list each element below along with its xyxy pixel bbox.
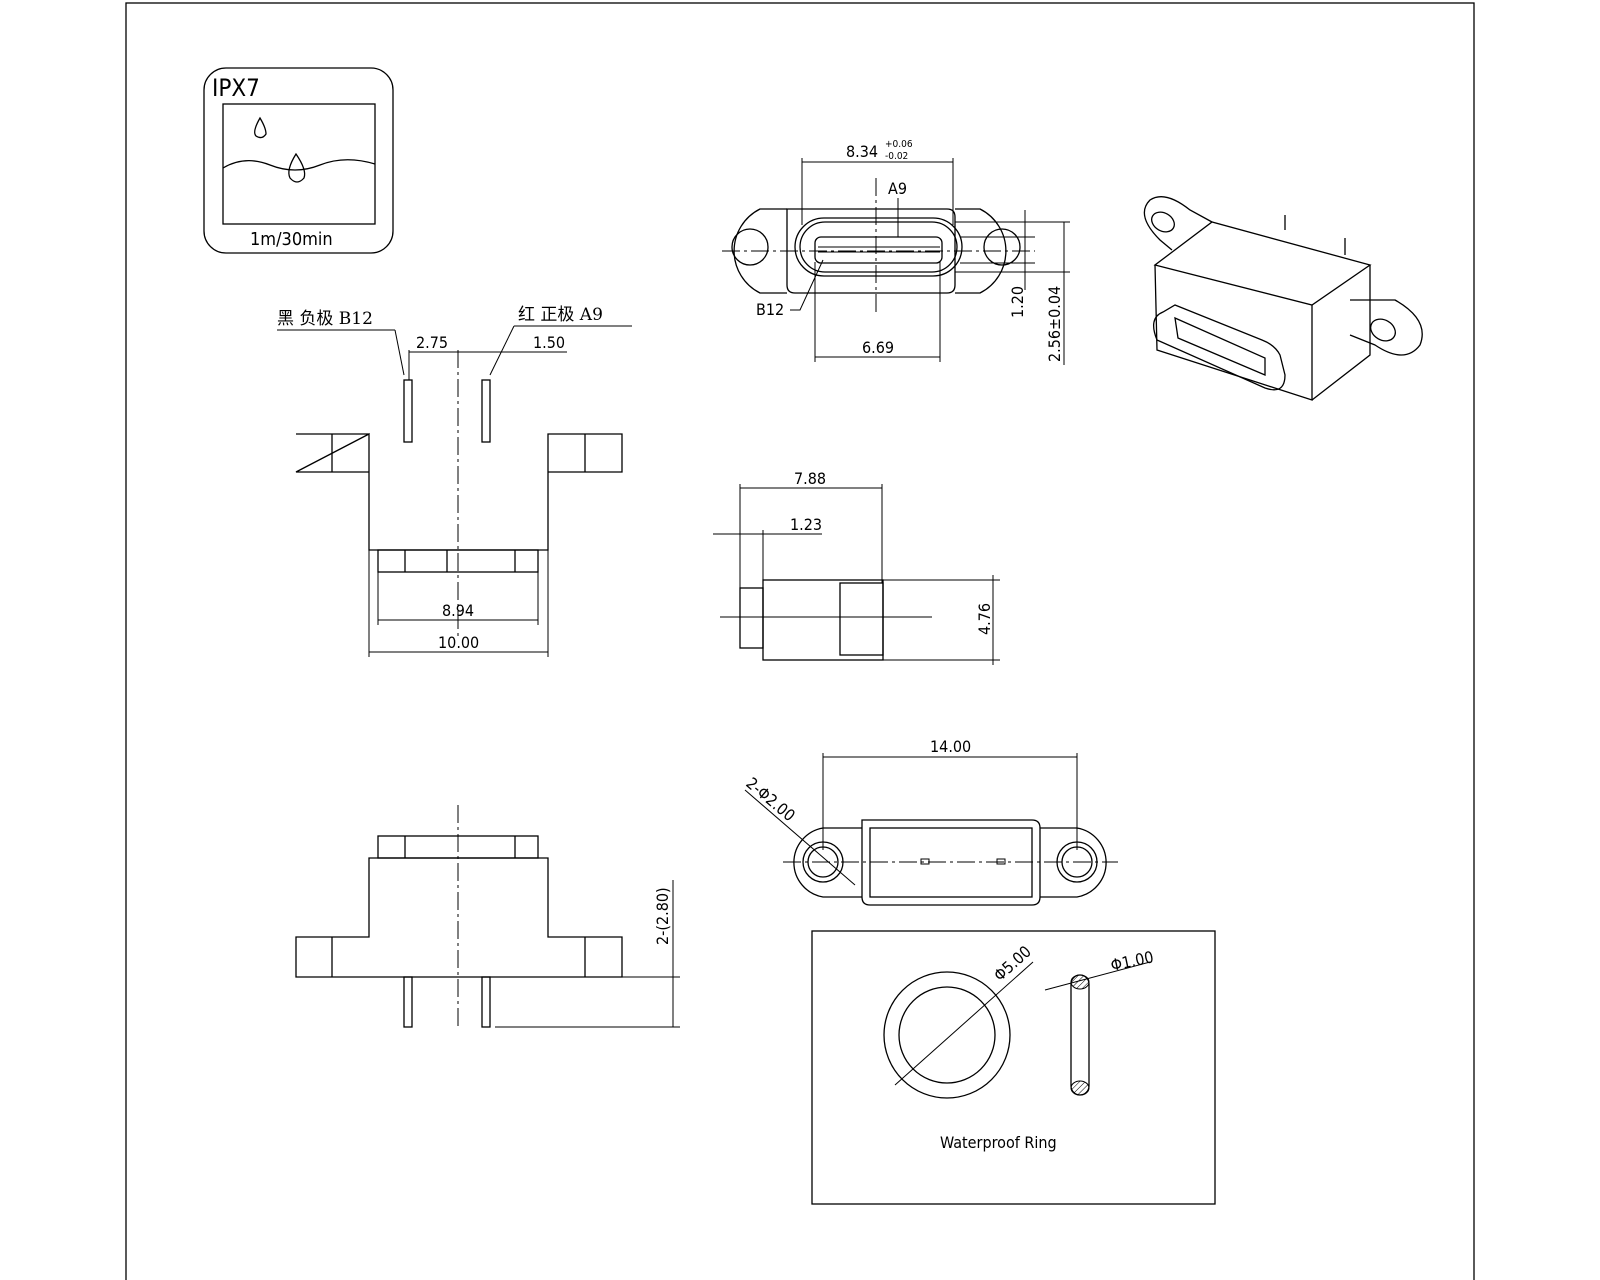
dim-inner-width: 8.94 bbox=[442, 601, 474, 620]
isometric-view bbox=[1143, 196, 1423, 401]
rear-view: 2-(2.80) bbox=[295, 805, 680, 1030]
dim-opening-height-small: 1.20 bbox=[1008, 286, 1027, 318]
top-view: 14.00 2-Φ2.00 bbox=[742, 737, 1118, 906]
dim-opening-width: 8.34 bbox=[846, 142, 878, 161]
svg-text:-0.02: -0.02 bbox=[885, 151, 908, 162]
side-view: 7.88 1.23 4.76 bbox=[713, 469, 1000, 665]
pin-b12-label: B12 bbox=[756, 300, 784, 319]
ipx7-label: IPX7 bbox=[212, 74, 260, 102]
dim-ring-section: Φ1.00 bbox=[1109, 947, 1155, 975]
mating-face-view: 8.34 +0.06 -0.02 A9 B12 6.69 1.20 2.56±0… bbox=[722, 139, 1070, 365]
negative-pin-label: 黑 负极 B12 bbox=[277, 309, 373, 329]
svg-text:+0.06: +0.06 bbox=[885, 139, 913, 150]
pin-a9-label: A9 bbox=[888, 179, 907, 198]
dim-tongue-width: 6.69 bbox=[862, 338, 894, 357]
ring-title: Waterproof Ring bbox=[940, 1133, 1057, 1152]
ipx7-condition: 1m/30min bbox=[250, 229, 333, 250]
drawing-frame bbox=[125, 2, 1475, 1280]
water-surface bbox=[222, 159, 376, 171]
water-drop-icon bbox=[254, 116, 267, 139]
positive-pin-label: 红 正极 A9 bbox=[518, 305, 603, 325]
dim-opening-height: 2.56±0.04 bbox=[1045, 286, 1064, 362]
dim-body-height: 4.76 bbox=[975, 603, 994, 635]
water-drop-icon bbox=[288, 152, 306, 183]
dim-pitch-left: 2.75 bbox=[416, 333, 448, 352]
dim-ring-diameter: Φ5.00 bbox=[990, 942, 1035, 985]
front-view: 黑 负极 B12 红 正极 A9 2.75 1.50 8.94 10.00 bbox=[277, 305, 632, 657]
dim-hole-diameter: 2-Φ2.00 bbox=[742, 774, 798, 826]
dim-pitch-right: 1.50 bbox=[533, 333, 565, 352]
dim-hole-spacing: 14.00 bbox=[930, 737, 971, 756]
dim-depth: 7.88 bbox=[794, 469, 826, 488]
dim-outer-width: 10.00 bbox=[438, 633, 479, 652]
dim-pin-length: 2-(2.80) bbox=[653, 887, 672, 945]
dim-flange-offset: 1.23 bbox=[790, 515, 822, 534]
ipx7-badge: IPX7 1m/30min bbox=[203, 67, 394, 254]
waterproof-ring-detail: Φ5.00 Φ1.00 Waterproof Ring bbox=[811, 930, 1216, 1205]
